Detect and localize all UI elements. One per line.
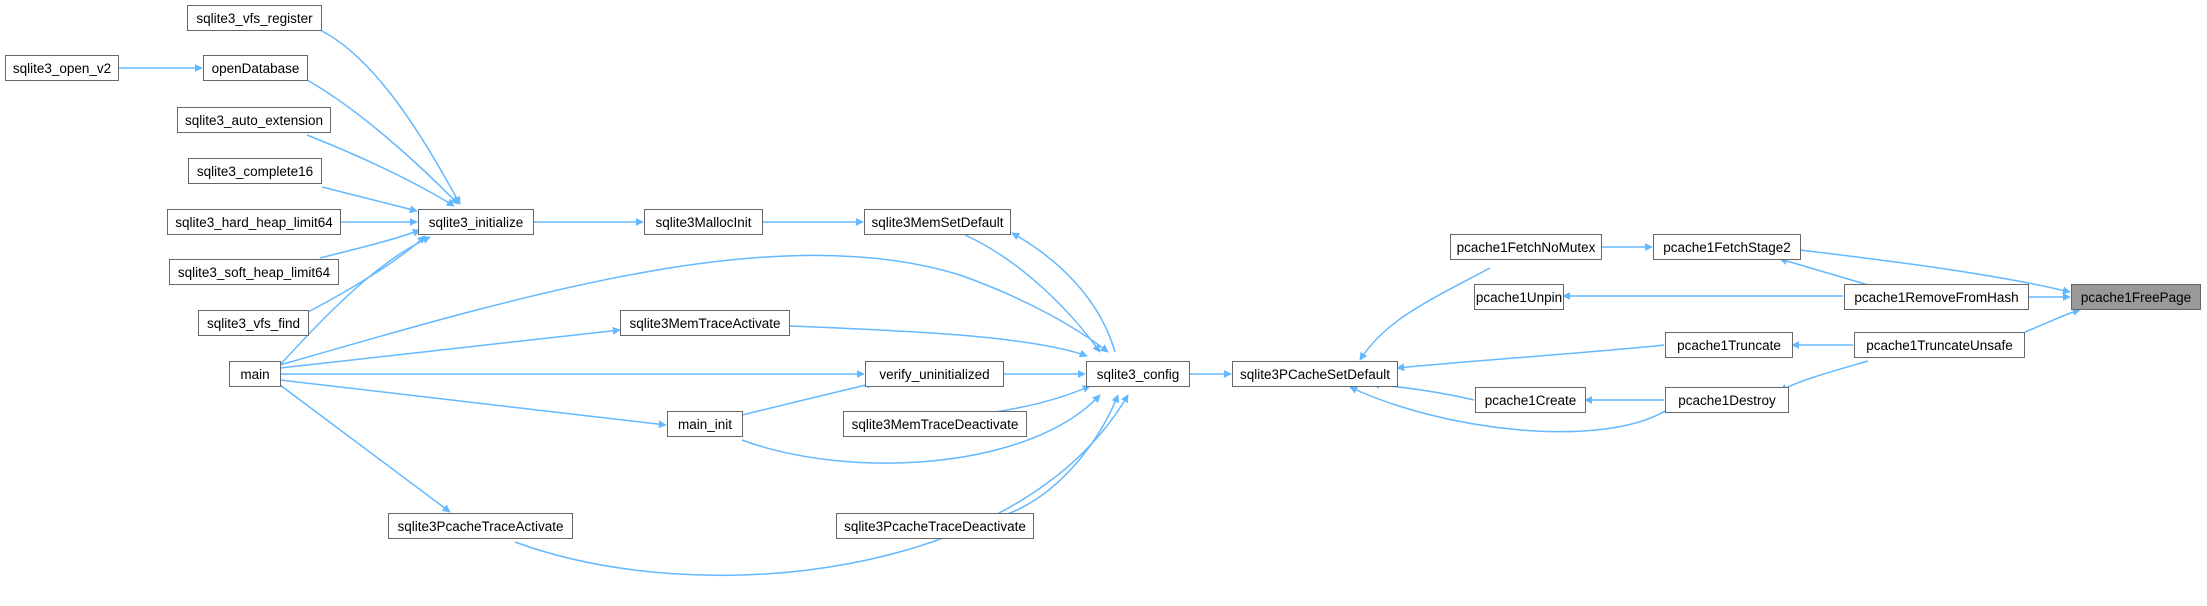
edge-pcachetraceact-to-config [514,394,1129,577]
edge-main-to-memtraceactivate [279,326,621,369]
node-pcache1truncate[interactable]: pcache1Truncate [1665,332,1793,358]
node-pcache1truncateunsafe[interactable]: pcache1TruncateUnsafe [1854,332,2025,358]
edge-main-to-config-arc [279,254,1109,366]
edge-fetchstage2-to-freepage [1799,249,2071,295]
node-sqlite3-initialize[interactable]: sqlite3_initialize [418,209,534,235]
node-verify-uninitialized[interactable]: verify_uninitialized [865,361,1004,387]
node-pcache1create[interactable]: pcache1Create [1475,387,1586,413]
node-pcache1fetchnomutex[interactable]: pcache1FetchNoMutex [1450,234,1602,260]
node-pcache1destroy[interactable]: pcache1Destroy [1665,387,1789,413]
edge-complete16-to-initialize [321,186,418,214]
edge-main-to-maininit [279,379,667,429]
node-sqlite3-soft-heap-limit64[interactable]: sqlite3_soft_heap_limit64 [169,259,339,285]
node-opendatabase[interactable]: openDatabase [203,55,308,81]
node-sqlite3memsetdefault[interactable]: sqlite3MemSetDefault [864,209,1011,235]
edge-removefromhash-to-fetchstage2 [1779,257,1876,288]
edge-pcachetracedeact-to-config [1004,394,1120,516]
edge-destroy-to-pcachesetdefault [1349,386,1668,433]
edge-truncate-to-pcachesetdefault [1396,344,1665,372]
edge-maininit-to-config [741,394,1101,464]
edge-main-to-initialize [279,236,431,366]
node-pcache1freepage[interactable]: pcache1FreePage [2071,284,2201,310]
node-sqlite3-complete16[interactable]: sqlite3_complete16 [188,158,322,184]
node-sqlite3-config[interactable]: sqlite3_config [1086,361,1190,387]
node-sqlite3-hard-heap-limit64[interactable]: sqlite3_hard_heap_limit64 [167,209,341,235]
node-main-init[interactable]: main_init [667,411,743,437]
edge-memtracedeactivate-to-config [994,385,1091,413]
edge-config-to-memsetdefault [1011,232,1116,353]
node-sqlite3pcachetracedeactivate[interactable]: sqlite3PcacheTraceDeactivate [836,513,1034,539]
node-main[interactable]: main [229,361,281,387]
edge-soft-heap-to-initialize [319,228,421,259]
edge-opendatabase-to-initialize [306,79,459,205]
node-sqlite3memtraceactivate[interactable]: sqlite3MemTraceActivate [620,310,790,336]
edge-truncateunsafe-to-freepage [2024,307,2081,333]
node-pcache1fetchstage2[interactable]: pcache1FetchStage2 [1653,234,1801,260]
node-sqlite3memtracedeactivate[interactable]: sqlite3MemTraceDeactivate [843,411,1027,437]
edge-memtraceactivate-to-config [789,325,1088,358]
edge-memsetdefault-to-config [964,234,1101,353]
node-sqlite3pcachesetdefault[interactable]: sqlite3PCacheSetDefault [1232,361,1398,387]
edge-unpin-to-pcachesetdefault [1359,267,1491,361]
node-sqlite3-vfs-register[interactable]: sqlite3_vfs_register [187,5,322,31]
node-sqlite3-vfs-find[interactable]: sqlite3_vfs_find [198,310,309,336]
edge-maininit-to-verify [741,380,875,416]
node-pcache1removefromhash[interactable]: pcache1RemoveFromHash [1844,284,2029,310]
edge-main-to-pcachetraceact [279,384,451,513]
node-sqlite3-auto-extension[interactable]: sqlite3_auto_extension [177,107,331,133]
edge-truncateunsafe-to-destroy [1779,360,1869,392]
edge-auto-extension-to-initialize [306,134,455,207]
node-sqlite3mallocinit[interactable]: sqlite3MallocInit [644,209,763,235]
node-pcache1unpin[interactable]: pcache1Unpin [1474,284,1564,310]
node-sqlite3pcachetraceactivate[interactable]: sqlite3PcacheTraceActivate [388,513,573,539]
node-sqlite3-open-v2[interactable]: sqlite3_open_v2 [5,55,119,81]
edge-vfs-register-to-initialize [319,29,461,205]
